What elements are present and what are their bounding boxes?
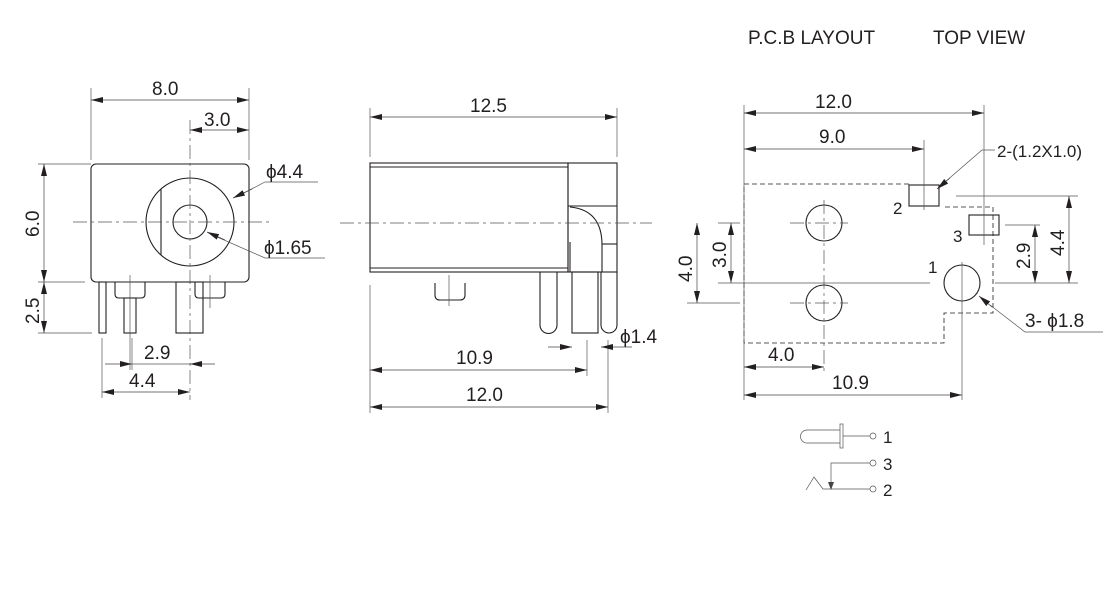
dim-pad2-offset: 4.4 (1048, 229, 1069, 256)
schematic: 1 3 2 (800, 423, 892, 500)
pcb-outline (743, 183, 994, 344)
dim-pin-offset: 3.0 (710, 242, 731, 268)
dim-side-pin-b: 12.0 (466, 385, 503, 406)
dim-side-length: 12.5 (470, 96, 507, 117)
dim-front-width: 8.0 (152, 79, 178, 100)
front-view: 8.0 3.0 6.0 2.5 2.9 4.4 ϕ4.4 ϕ1.65 (23, 79, 325, 400)
dim-front-height: 6.0 (23, 211, 44, 237)
dim-pin1-x: 10.9 (832, 373, 869, 394)
side-rear (567, 162, 618, 273)
side-nub (434, 283, 466, 301)
pcb-layout-view: 12.0 9.0 4.0 3.0 2.9 4.4 4.0 10.9 2 3 1 … (676, 92, 1103, 400)
pin-label-1: 1 (928, 258, 937, 277)
pcb-layout-title: P.C.B LAYOUT (748, 28, 875, 49)
dim-pin-pitch-a: 2.9 (144, 343, 170, 364)
pin (571, 271, 599, 334)
dim-hole-pitch: 4.0 (676, 256, 697, 282)
schematic-label-1: 1 (883, 428, 892, 447)
side-body (369, 162, 569, 273)
dim-pin-length: 2.5 (23, 298, 44, 324)
dim-pin-pitch-b: 4.4 (129, 371, 156, 392)
front-body (90, 163, 250, 283)
dim-outer-diameter: ϕ4.4 (266, 162, 303, 183)
dim-front-offset: 3.0 (204, 110, 230, 131)
hole-diameter-callout: 3- ϕ1.8 (1025, 311, 1084, 332)
dim-side-pin-a: 10.9 (456, 348, 493, 369)
schematic-label-2: 2 (883, 481, 892, 500)
pin (98, 281, 107, 334)
pin (175, 281, 204, 334)
pin (600, 272, 618, 334)
dim-pad-position: 9.0 (819, 127, 845, 148)
pin-label-3: 3 (953, 227, 962, 246)
pad-size-callout: 2-(1.2X1.0) (997, 142, 1082, 161)
pin (539, 272, 558, 334)
dim-pcb-width: 12.0 (815, 92, 852, 113)
schematic-label-3: 3 (883, 455, 892, 474)
top-view-title: TOP VIEW (933, 28, 1025, 49)
pin-label-2: 2 (893, 199, 902, 218)
dim-hole-x: 4.0 (768, 345, 794, 366)
dim-pad3-offset: 2.9 (1014, 243, 1035, 269)
dim-pin-diameter: ϕ1.4 (620, 327, 657, 348)
plug-symbol (800, 429, 840, 444)
dim-inner-diameter: ϕ1.65 (264, 238, 312, 259)
side-view: 12.5 ϕ1.4 10.9 12.0 (340, 96, 657, 413)
